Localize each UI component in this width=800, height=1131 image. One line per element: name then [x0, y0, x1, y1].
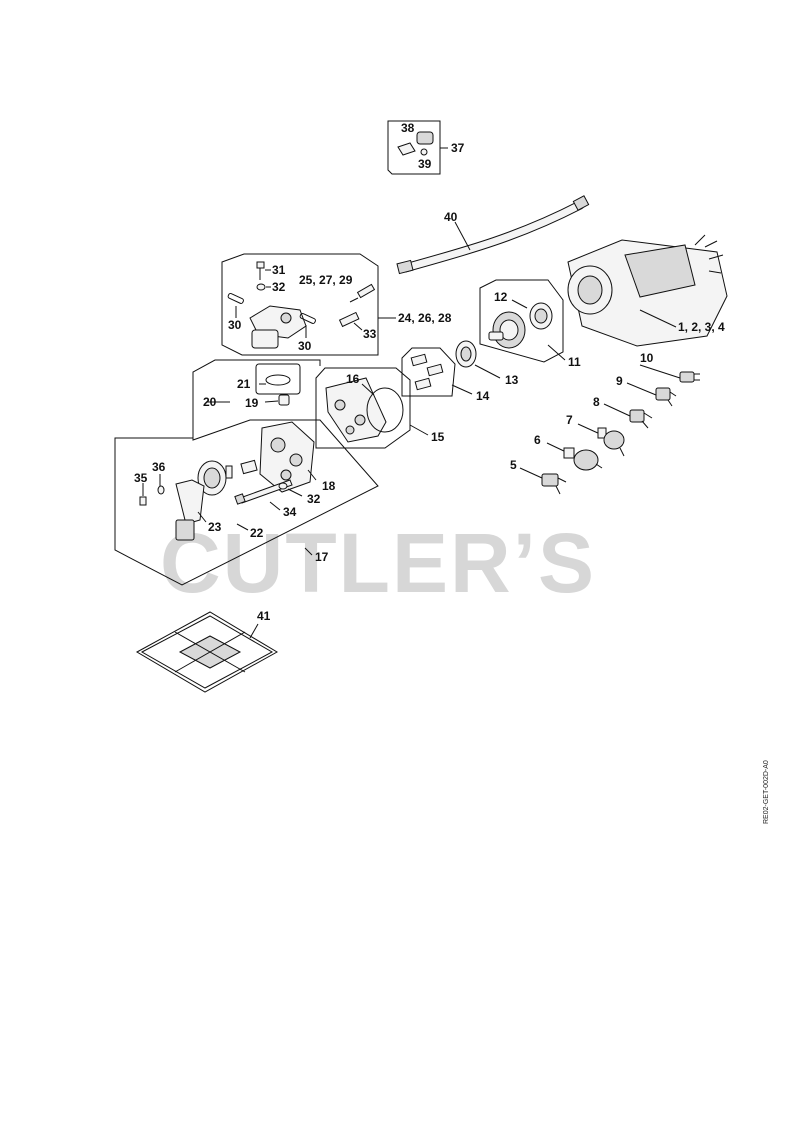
callout-11: 11 [568, 355, 581, 369]
kit-37-box [387, 120, 448, 175]
callout-37: 37 [451, 141, 465, 155]
seal-13 [455, 340, 501, 379]
callout-38: 38 [401, 121, 415, 135]
kit-15-box [315, 367, 429, 449]
callout-24-26-28: 24, 26, 28 [398, 311, 452, 325]
plug-6 [546, 442, 603, 471]
callout-36: 36 [152, 460, 166, 474]
callout-7: 7 [566, 413, 573, 427]
callout-5: 5 [510, 458, 517, 472]
document-code: RE02-GET-002D-A0 [763, 760, 770, 824]
callout-20: 20 [203, 395, 217, 409]
callout-21: 21 [237, 377, 251, 391]
callout-35: 35 [134, 471, 148, 485]
callout-39: 39 [418, 157, 432, 171]
watermark: CUTLER’S [160, 516, 596, 610]
plug-7 [577, 423, 625, 457]
callout-13: 13 [505, 373, 519, 387]
callout-30-left: 30 [228, 318, 242, 332]
callout-41: 41 [257, 609, 271, 623]
callout-15: 15 [431, 430, 445, 444]
callout-32-lower: 32 [307, 492, 321, 506]
callout-18: 18 [322, 479, 336, 493]
callout-9: 9 [616, 374, 623, 388]
callout-34: 34 [283, 505, 297, 519]
callout-19: 19 [245, 396, 259, 410]
callout-1-2-3-4: 1, 2, 3, 4 [678, 320, 725, 334]
kit-24-26-28-box [221, 253, 396, 356]
plug-8 [603, 403, 653, 429]
callout-32-upper: 32 [272, 280, 286, 294]
motor-assembly [567, 234, 728, 347]
callout-14: 14 [476, 389, 490, 403]
kit-14-box [401, 347, 473, 397]
callout-30-right: 30 [298, 339, 312, 353]
callout-8: 8 [593, 395, 600, 409]
callout-33: 33 [363, 327, 377, 341]
kit-17-20-box [114, 359, 379, 586]
callout-17: 17 [315, 550, 329, 564]
callout-16: 16 [346, 372, 360, 386]
callout-6: 6 [534, 433, 541, 447]
sheet-41 [135, 611, 279, 693]
callout-25-27-29: 25, 27, 29 [299, 273, 353, 287]
plug-5 [519, 467, 567, 495]
callout-31: 31 [272, 263, 286, 277]
plug-9 [626, 382, 677, 407]
callout-23: 23 [208, 520, 222, 534]
callout-12: 12 [494, 290, 508, 304]
callout-22: 22 [250, 526, 264, 540]
callout-40: 40 [444, 210, 458, 224]
hose-40 [396, 195, 590, 275]
callout-10: 10 [640, 351, 654, 365]
plug-10 [639, 364, 700, 383]
kit-11-box [479, 279, 566, 363]
